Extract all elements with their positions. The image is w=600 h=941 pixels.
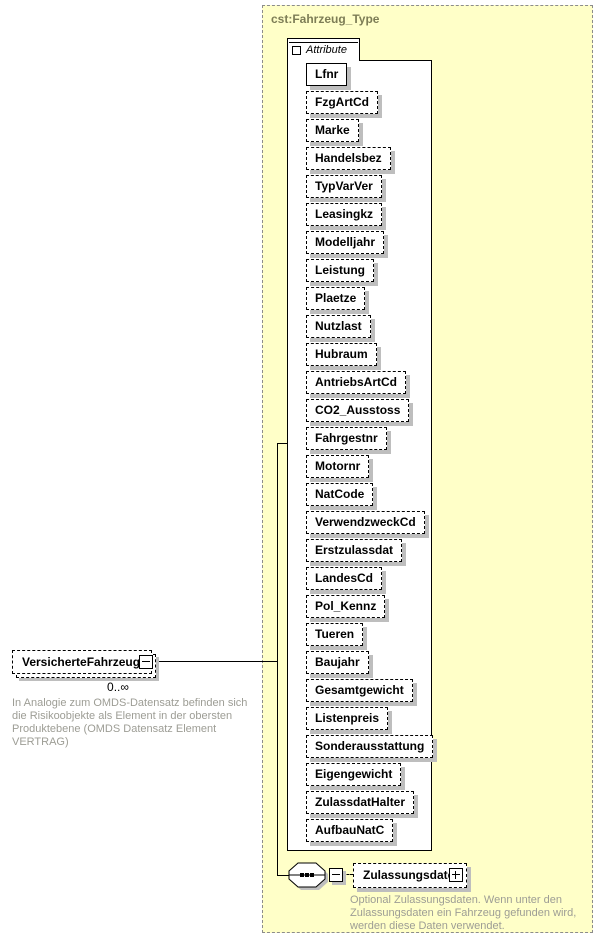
attribute-box[interactable]: Marke [306, 119, 359, 142]
attribute-box[interactable]: FzgArtCd [306, 91, 378, 114]
connector-optional-child [343, 874, 353, 875]
attribute-box[interactable]: Plaetze [306, 287, 366, 310]
attribute-box[interactable]: LandesCd [306, 567, 383, 590]
attribute-box[interactable]: Leistung [306, 259, 374, 282]
cardinality-label: 0..∞ [107, 680, 129, 694]
element-annotation: In Analogie zum OMDS-Datensatz befinden … [12, 697, 248, 748]
attribute-box[interactable]: Eigengewicht [306, 763, 402, 786]
attribute-box[interactable]: CO2_Ausstoss [306, 399, 410, 422]
element-box-label: Zulassungsdaten [363, 868, 462, 882]
attribute-box[interactable]: TypVarVer [306, 175, 382, 198]
child-element-annotation: Optional Zulassungsdaten. Wenn unter den… [350, 894, 577, 932]
attribute-box[interactable]: Leasingkz [306, 203, 383, 226]
attribute-box[interactable]: Pol_Kennz [306, 595, 386, 618]
connector-attributes-stub [277, 443, 287, 444]
collapse-icon[interactable] [292, 45, 301, 55]
attribute-box[interactable]: Sonderausstattung [306, 735, 434, 758]
connector-entry-line [152, 661, 277, 662]
element-box-label: VersicherteFahrzeuge [12, 650, 152, 674]
attributes-tab[interactable]: Attribute [287, 38, 360, 61]
element-zulassungsdaten[interactable]: Zulassungsdaten [353, 863, 467, 888]
attribute-box[interactable]: NatCode [306, 483, 374, 506]
attributes-tab-label: Attribute [306, 44, 347, 56]
attribute-box[interactable]: Nutzlast [306, 315, 371, 338]
attribute-box[interactable]: Fahrgestnr [306, 427, 387, 450]
complex-type-title: cst:Fahrzeug_Type [271, 12, 380, 26]
connector-spine-line [277, 443, 278, 876]
attribute-box[interactable]: Motornr [306, 455, 370, 478]
attribute-box[interactable]: VerwendzweckCd [306, 511, 425, 534]
collapse-icon[interactable] [139, 655, 153, 669]
attribute-box[interactable]: Erstzulassdat [306, 539, 403, 562]
expand-icon[interactable] [449, 868, 463, 882]
sequence-compositor-icon[interactable] [288, 862, 332, 894]
attribute-box[interactable]: Baujahr [306, 651, 369, 674]
attribute-box[interactable]: Listenpreis [306, 707, 389, 730]
attribute-box[interactable]: Handelsbez [306, 147, 391, 170]
attribute-box[interactable]: Gesamtgewicht [306, 679, 413, 702]
attribute-box[interactable]: AufbauNatC [306, 819, 394, 842]
attribute-box[interactable]: Hubraum [306, 343, 377, 366]
element-versicherte-fahrzeuge[interactable]: VersicherteFahrzeuge [12, 650, 156, 678]
attribute-box[interactable]: ZulassdatHalter [306, 791, 415, 814]
collapse-icon[interactable] [329, 868, 343, 882]
attribute-box[interactable]: Tueren [306, 623, 364, 646]
attribute-box[interactable]: Lfnr [306, 63, 348, 86]
attribute-box[interactable]: Modelljahr [306, 231, 385, 254]
connector-sequence-stub [277, 875, 291, 876]
attribute-box[interactable]: AntriebsArtCd [306, 371, 407, 394]
